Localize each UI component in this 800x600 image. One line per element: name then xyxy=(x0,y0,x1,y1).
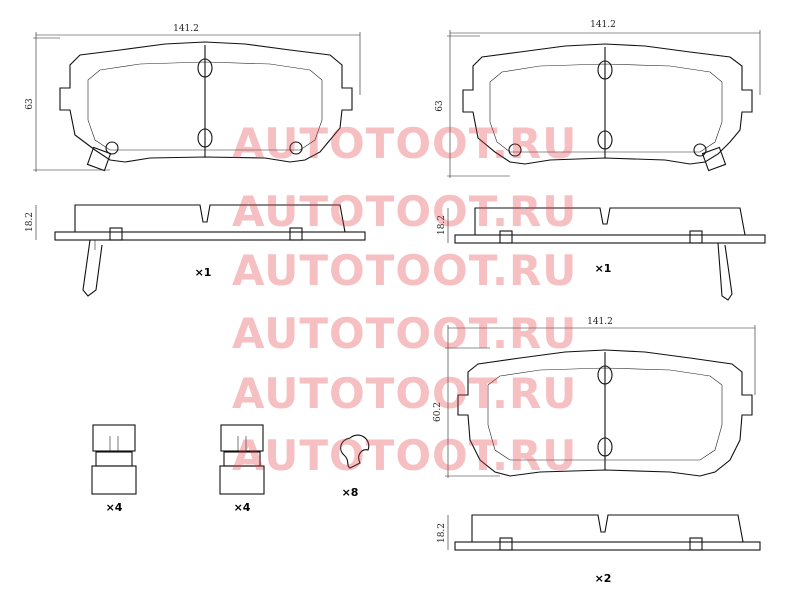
pad-b-front-view: 141.2 60.2 xyxy=(433,317,756,478)
thickness-dimension-label: 18.2 xyxy=(437,523,447,543)
quantity-clip-b: ×4 xyxy=(234,501,251,514)
thickness-dimension-label: 18.2 xyxy=(25,212,35,232)
watermark-group: AUTOTOOT.RU AUTOTOOT.RU AUTOTOOT.RU AUTO… xyxy=(232,119,577,480)
watermark-text: AUTOTOOT.RU xyxy=(232,119,577,168)
quantity-pad-a2: ×1 xyxy=(595,262,612,275)
height-dimension-label: 63 xyxy=(435,100,445,112)
watermark-text: AUTOTOOT.RU xyxy=(232,187,577,236)
pad-a2-front-view: 141.2 63 xyxy=(435,20,761,178)
height-dimension-label: 60.2 xyxy=(433,402,443,422)
watermark-text: AUTOTOOT.RU xyxy=(232,369,577,418)
anti-rattle-clip-b xyxy=(219,424,265,495)
pad-a1-front-view: 141.2 63 xyxy=(25,24,361,172)
retaining-spring xyxy=(340,434,370,469)
quantity-pad-a1: ×1 xyxy=(195,266,212,279)
width-dimension-label: 141.2 xyxy=(173,24,199,34)
quantity-clip-a: ×4 xyxy=(106,501,123,514)
quantity-spring: ×8 xyxy=(342,486,359,499)
anti-rattle-clip-a xyxy=(91,424,137,495)
width-dimension-label: 141.2 xyxy=(590,20,616,30)
pad-a1-side-view: 18.2 xyxy=(25,204,366,297)
width-dimension-label: 141.2 xyxy=(587,317,613,327)
watermark-text: AUTOTOOT.RU xyxy=(232,309,577,358)
height-dimension-label: 63 xyxy=(25,98,35,110)
quantity-pad-b: ×2 xyxy=(595,572,612,585)
watermark-text: AUTOTOOT.RU xyxy=(232,246,577,295)
watermark-text: AUTOTOOT.RU xyxy=(232,431,577,480)
thickness-dimension-label: 18.2 xyxy=(437,215,447,235)
pad-a2-side-view: 18.2 xyxy=(437,207,766,301)
pad-b-side-view: 18.2 xyxy=(437,514,761,551)
